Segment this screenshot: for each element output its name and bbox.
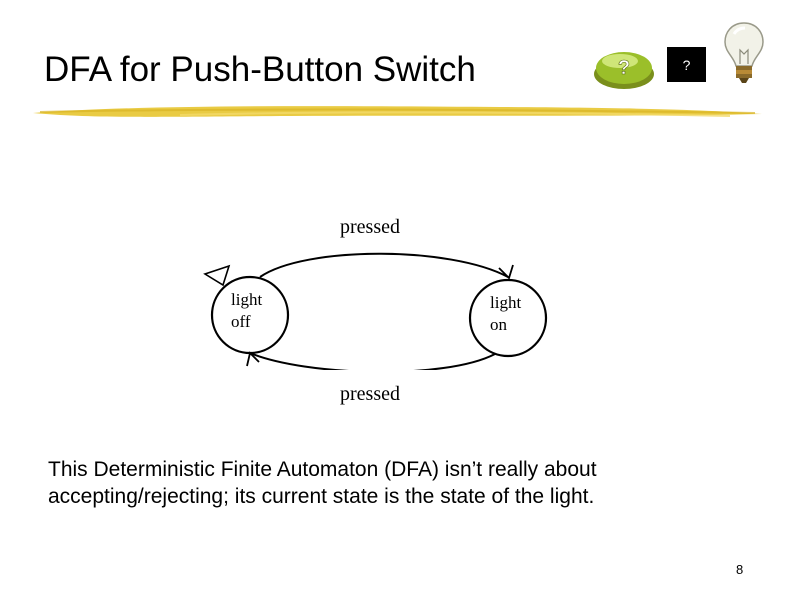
arrowhead-on-to-off-icon xyxy=(246,351,260,367)
transition-label-bottom: pressed xyxy=(340,383,400,405)
state-label-off-line2: off xyxy=(231,312,251,331)
question-button-glyph: ? xyxy=(618,57,630,79)
transition-label-top: pressed xyxy=(340,216,400,238)
title-underline xyxy=(33,106,762,117)
arrowhead-off-to-on-icon xyxy=(498,264,514,280)
dfa-diagram xyxy=(203,252,548,370)
light-bulb-icon xyxy=(724,22,764,83)
transition-on-to-off xyxy=(249,352,496,370)
slide-title: DFA for Push-Button Switch xyxy=(44,50,476,89)
question-button-icon[interactable]: ? xyxy=(592,44,656,92)
help-box[interactable]: ? xyxy=(667,47,706,82)
state-label-on-line1: light xyxy=(490,293,522,312)
state-label-off-line1: light xyxy=(231,290,263,309)
body-text: This Deterministic Finite Automaton (DFA… xyxy=(48,458,597,508)
start-state-arrow-icon xyxy=(203,264,231,287)
state-label-on-line2: on xyxy=(490,315,507,334)
state-light-on xyxy=(468,278,548,358)
page-number: 8 xyxy=(736,562,744,577)
state-label-off: light off xyxy=(231,289,262,333)
transition-off-to-on xyxy=(259,252,509,278)
state-label-on: light on xyxy=(490,292,521,336)
